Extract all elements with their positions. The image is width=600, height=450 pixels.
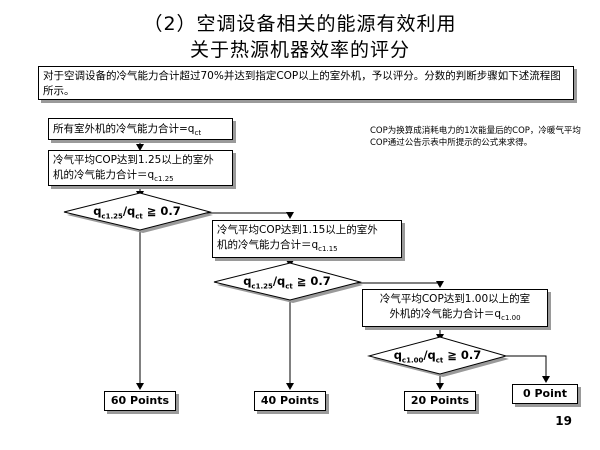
- diamond-shape-2: [213, 262, 362, 301]
- arrow-diamond1-no: [206, 212, 294, 219]
- arrow-diamond3-no: [506, 355, 550, 383]
- intro-box: 对于空调设备的冷气能力合计超过70%并达到指定COP以上的室外机，予以评分。分数…: [38, 66, 574, 100]
- box-cop-115: 冷气平均COP达到1.15以上的室外 机的冷气能力合计＝qc1.15: [212, 220, 402, 258]
- box-cop-100: 冷气平均COP达到1.00以上的室 外机的冷气能力合计＝qc1.00: [362, 289, 548, 327]
- diamond-shape-3: [367, 336, 508, 375]
- box-total-capacity: 所有室外机的冷气能力合计=qct: [48, 118, 233, 140]
- page-number: 19: [555, 414, 572, 428]
- page-title: （2）空调设备相关的能源有效利用: [143, 13, 457, 35]
- cop-note: COP为换算成消耗电力的1次能量后的COP，冷暖气平均COP通过公告示表中所提示…: [370, 126, 581, 148]
- diamond-3-condition: qc1.00/qct ≧ 0.7: [393, 348, 482, 365]
- page-subtitle: 关于热源机器效率的评分: [189, 39, 410, 61]
- result-60-points: 60 Points: [104, 391, 176, 411]
- diamond-1-condition: qc1.25/qct ≧ 0.7: [93, 204, 181, 221]
- arrow-diamond2-no: [356, 281, 444, 288]
- result-20-points: 20 Points: [404, 391, 476, 411]
- diamond-shape-1: [63, 192, 212, 231]
- result-40-points: 40 Points: [254, 391, 326, 411]
- result-0-point: 0 Point: [512, 384, 578, 404]
- diamond-2-condition: qc1.25/qct ≧ 0.7: [243, 274, 331, 291]
- box-cop-125: 冷气平均COP达到1.25以上的室外 机的冷气能力合计＝qc1.25: [48, 150, 233, 186]
